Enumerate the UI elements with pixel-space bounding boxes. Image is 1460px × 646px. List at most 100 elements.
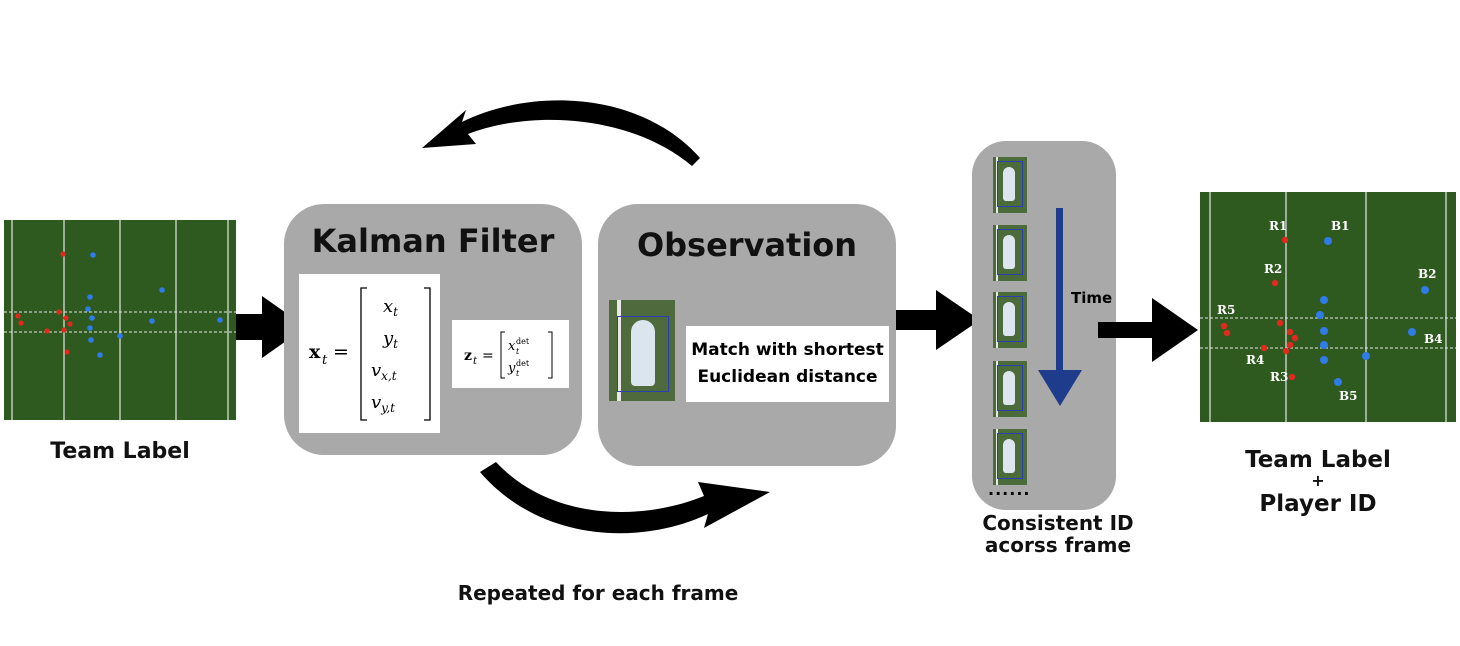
right-arrow-icon bbox=[896, 290, 982, 350]
svg-text:z: z bbox=[464, 348, 472, 364]
red-player-dot bbox=[15, 313, 21, 319]
right-field-caption-line2: Player ID bbox=[1259, 491, 1377, 517]
loop-forward-arrow-icon bbox=[470, 462, 780, 576]
right-arrow-icon bbox=[236, 296, 308, 358]
blue-player-dot bbox=[89, 315, 95, 321]
blue-player-dot bbox=[117, 333, 123, 339]
matching-text-box: Match with shortest Euclidean distance bbox=[686, 326, 889, 402]
player-label-b2: B2 bbox=[1418, 267, 1437, 281]
blue-player-dot bbox=[149, 318, 155, 324]
blue-player-dot bbox=[217, 317, 223, 323]
blue-player-dot bbox=[1320, 356, 1328, 364]
loop-back-arrow-icon bbox=[410, 70, 710, 174]
blue-player-dot bbox=[88, 337, 94, 343]
svg-text:t: t bbox=[322, 353, 328, 368]
svg-text:x: x bbox=[309, 341, 321, 363]
svg-text:t: t bbox=[516, 369, 520, 378]
player-label-b5: B5 bbox=[1339, 389, 1358, 403]
red-player-dot bbox=[63, 315, 69, 321]
blue-player-dot bbox=[1408, 328, 1416, 336]
red-player-dot bbox=[1291, 334, 1299, 342]
svg-text:det: det bbox=[516, 337, 530, 346]
matching-text-line2: Euclidean distance bbox=[697, 367, 878, 387]
red-player-dot bbox=[44, 328, 50, 334]
frame-thumbnail bbox=[992, 360, 1028, 418]
field-markings bbox=[4, 220, 236, 420]
svg-text:x: x bbox=[508, 339, 516, 354]
red-player-dot bbox=[1220, 322, 1228, 330]
measurement-vector-equation: z t = x t det y t det bbox=[464, 331, 553, 379]
player-label-r3: R3 bbox=[1270, 370, 1288, 384]
svg-text:vx,t: vx,t bbox=[371, 360, 397, 383]
player-label-r4: R4 bbox=[1246, 353, 1264, 367]
svg-text:=: = bbox=[333, 341, 349, 363]
red-player-dot bbox=[1288, 373, 1296, 381]
blue-player-dot bbox=[1421, 286, 1429, 294]
frames-ellipsis: ...... bbox=[988, 480, 1031, 499]
player-label-b4: B4 bbox=[1424, 332, 1443, 346]
state-vector-equation: x t = xt yt vx,t vy,t bbox=[309, 287, 431, 421]
svg-text:t: t bbox=[516, 347, 520, 356]
blue-player-dot bbox=[87, 325, 93, 331]
player-label-b1: B1 bbox=[1331, 219, 1350, 233]
red-player-dot bbox=[1260, 344, 1268, 352]
red-player-dot bbox=[1282, 347, 1290, 355]
time-label: Time bbox=[1071, 289, 1113, 307]
right-arrow-icon bbox=[1098, 298, 1200, 362]
right-field-caption-plus: + bbox=[1311, 471, 1325, 490]
blue-player-dot bbox=[1320, 341, 1328, 349]
red-player-dot bbox=[60, 251, 66, 257]
blue-player-dot bbox=[87, 294, 93, 300]
red-player-dot bbox=[1281, 236, 1289, 244]
svg-text:det: det bbox=[516, 359, 530, 368]
state-vector-box: x t = xt yt vx,t vy,t bbox=[299, 274, 440, 433]
right-field-caption-line1: Team Label bbox=[1245, 447, 1391, 473]
frame-thumbnail bbox=[992, 428, 1028, 486]
blue-player-dot bbox=[97, 352, 103, 358]
time-arrow-icon bbox=[1034, 208, 1086, 412]
observation-thumbnail bbox=[609, 300, 675, 401]
frame-thumbnail bbox=[992, 156, 1028, 214]
loop-caption: Repeated for each frame bbox=[457, 581, 739, 605]
red-player-dot bbox=[67, 321, 73, 327]
blue-player-dot bbox=[159, 287, 165, 293]
blue-player-dot bbox=[1324, 237, 1332, 245]
kalman-filter-title: Kalman Filter bbox=[311, 222, 555, 260]
frames-caption-line1: Consistent ID bbox=[982, 511, 1134, 535]
blue-player-dot bbox=[1316, 311, 1324, 319]
svg-text:yt: yt bbox=[382, 328, 398, 351]
svg-text:t: t bbox=[473, 356, 478, 367]
red-player-dot bbox=[1271, 279, 1279, 287]
frame-thumbnail bbox=[992, 291, 1028, 349]
player-label-r2: R2 bbox=[1264, 262, 1282, 276]
team-label-field bbox=[4, 220, 236, 420]
blue-player-dot bbox=[1334, 378, 1342, 386]
red-player-dot bbox=[56, 309, 62, 315]
matching-text-line1: Match with shortest bbox=[691, 340, 884, 360]
red-player-dot bbox=[1276, 319, 1284, 327]
red-player-dot bbox=[18, 320, 24, 326]
measurement-vector-box: z t = x t det y t det bbox=[452, 320, 569, 388]
svg-text:vy,t: vy,t bbox=[371, 392, 395, 415]
field-markings: R1 B1 R2 B2 R5 B4 R4 R3 B5 bbox=[1200, 192, 1456, 422]
frame-thumbnail bbox=[992, 224, 1028, 282]
detection-bounding-box bbox=[617, 316, 669, 392]
frames-caption-line2: acorss frame bbox=[984, 533, 1132, 557]
team-label-player-id-field: R1 B1 R2 B2 R5 B4 R4 R3 B5 bbox=[1200, 192, 1456, 422]
svg-text:y: y bbox=[507, 361, 516, 376]
left-field-caption: Team Label bbox=[50, 439, 190, 464]
red-player-dot bbox=[61, 327, 67, 333]
red-player-dot bbox=[1286, 341, 1294, 349]
blue-player-dot bbox=[1320, 327, 1328, 335]
player-label-r5: R5 bbox=[1217, 303, 1235, 317]
svg-text:xt: xt bbox=[383, 296, 398, 319]
blue-player-dot bbox=[1320, 296, 1328, 304]
svg-text:=: = bbox=[482, 348, 494, 364]
blue-player-dot bbox=[90, 252, 96, 258]
observation-title: Observation bbox=[636, 226, 858, 264]
red-player-dot bbox=[64, 349, 70, 355]
blue-player-dot bbox=[85, 306, 91, 312]
player-label-r1: R1 bbox=[1269, 219, 1287, 233]
red-player-dot bbox=[1286, 328, 1294, 336]
blue-player-dot bbox=[1362, 352, 1370, 360]
